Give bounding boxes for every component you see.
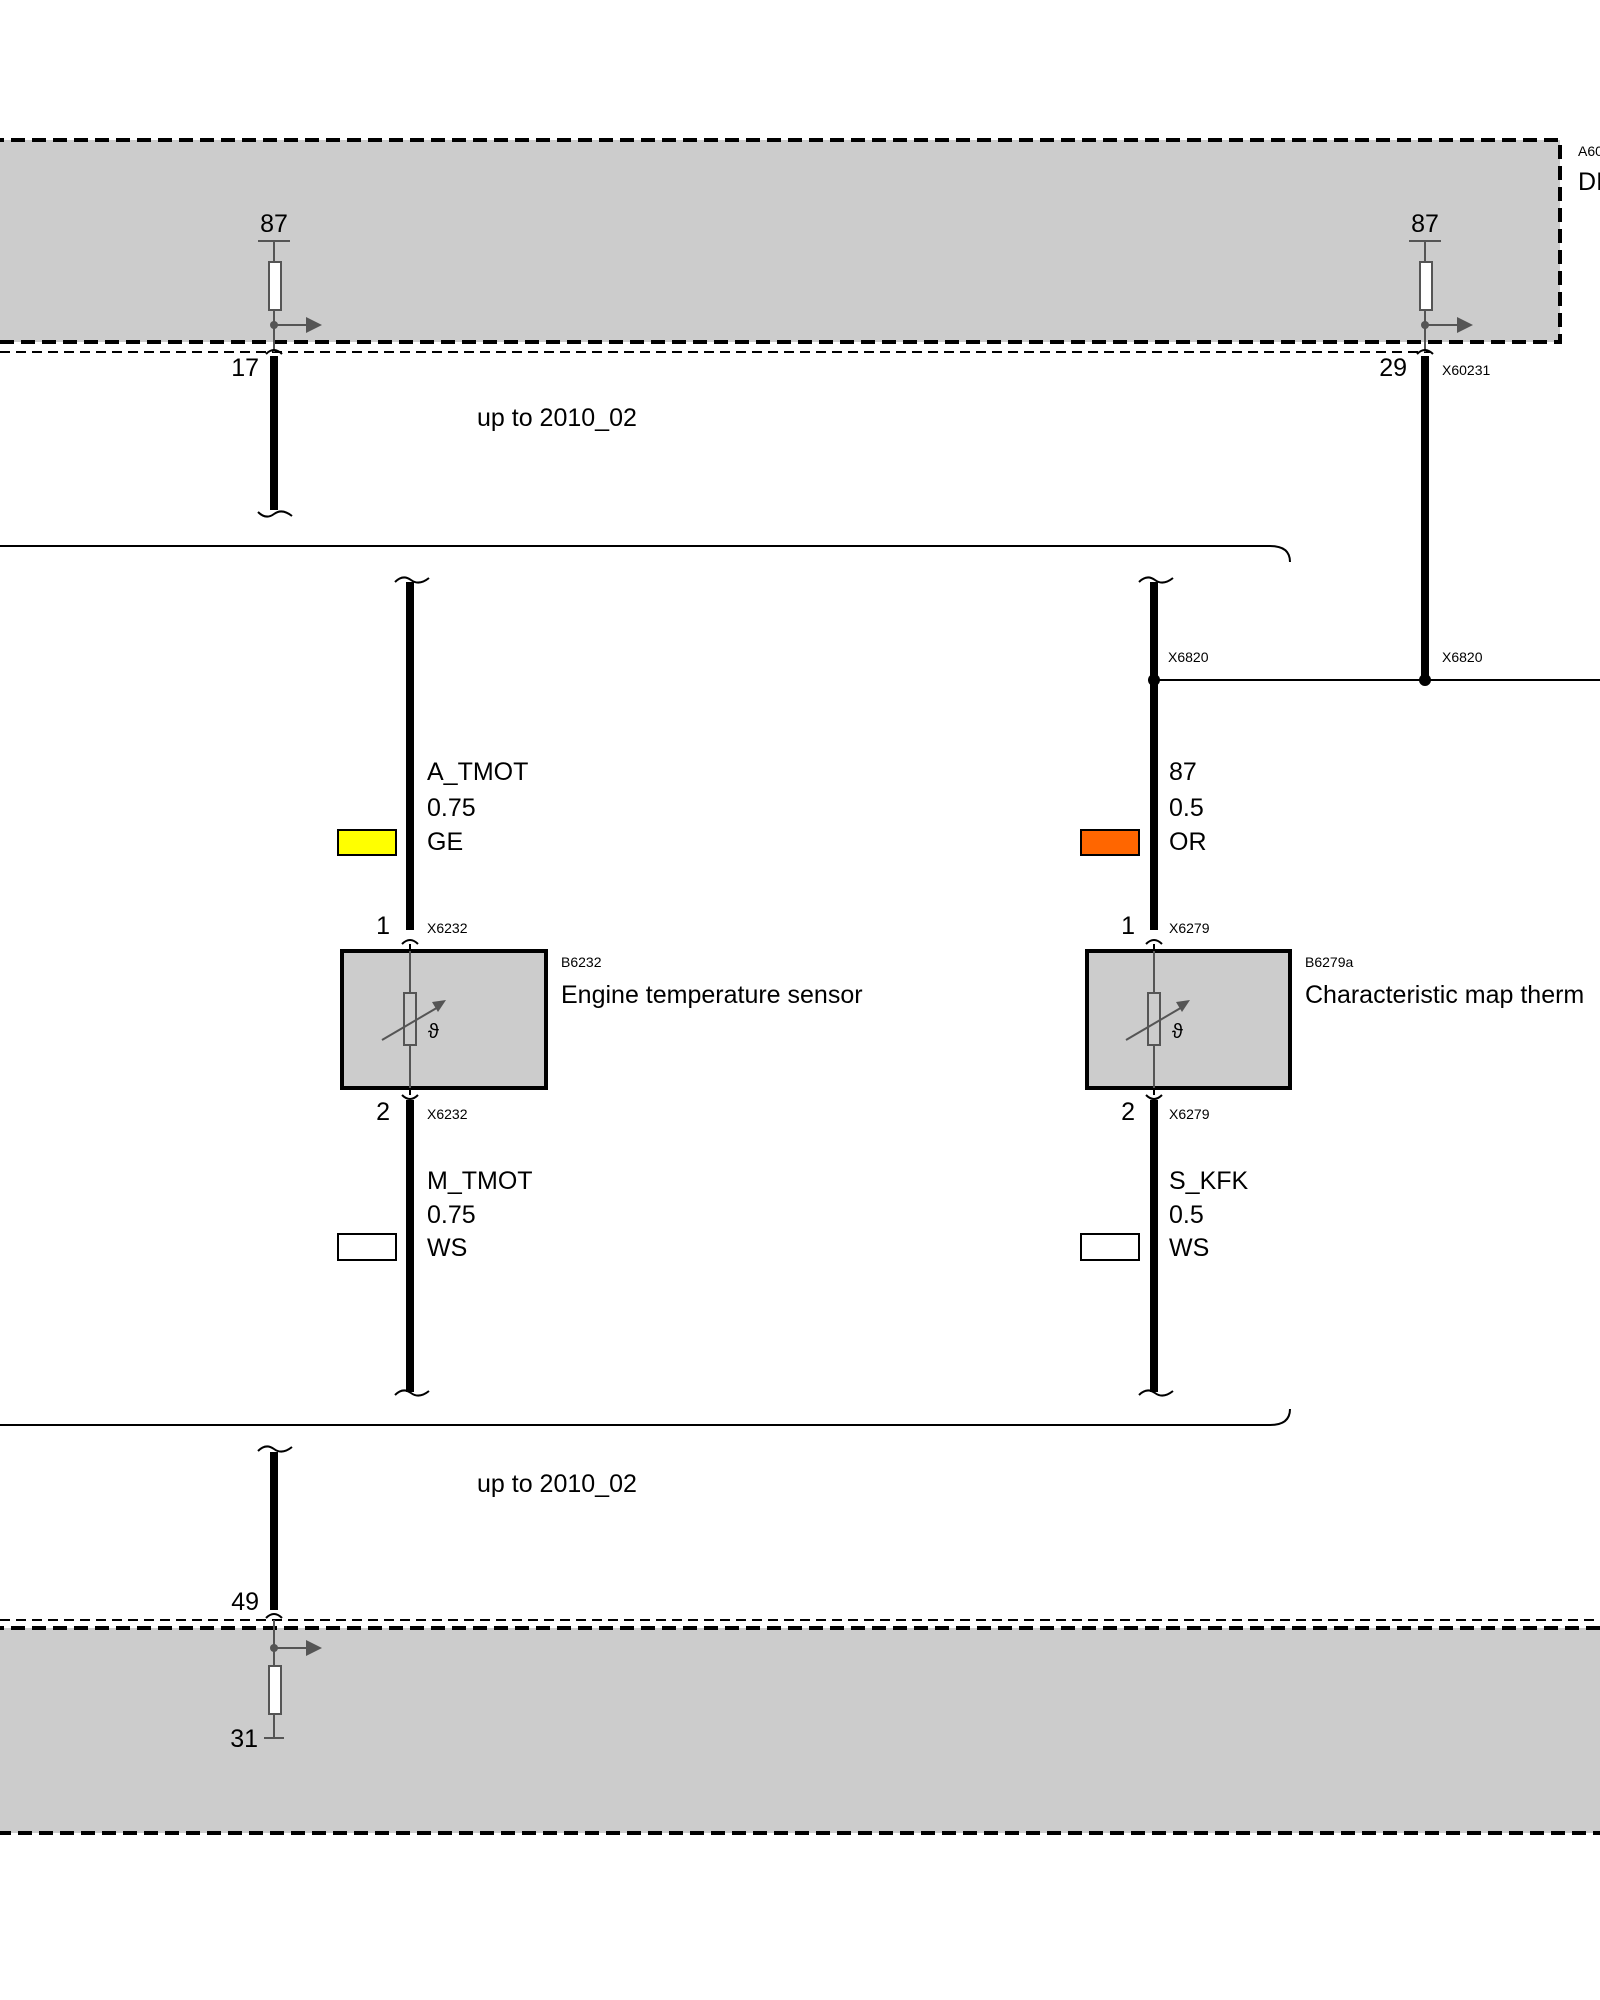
- wire-color-swatch-white-2: [1080, 1233, 1140, 1261]
- characteristic-map-thermostat-circuit: 87 0.5 OR 1 X6279 ϑ B6279a Characteristi…: [1080, 576, 1584, 1397]
- top-internal-switch-17: 87: [258, 210, 322, 352]
- wire-s-kfk-color: WS: [1169, 1234, 1209, 1262]
- wire-a-tmot-color: GE: [427, 828, 463, 856]
- wire-a-tmot-gauge: 0.75: [427, 794, 476, 822]
- b6279a-name: Characteristic map therm: [1305, 981, 1584, 1009]
- wire-pin-49: [257, 1445, 293, 1619]
- harness-bracket-bottom: [0, 1408, 1291, 1426]
- top-module-name: DI: [1578, 168, 1600, 196]
- top-module-ref: A60: [1578, 143, 1600, 159]
- splice-right-label: X6820: [1442, 649, 1483, 665]
- ground-31-label: 31: [230, 1725, 258, 1753]
- b6279a-pin-1: 1: [1121, 912, 1135, 940]
- svg-text:ϑ: ϑ: [1172, 1021, 1183, 1043]
- b6232-ref: B6232: [561, 954, 602, 970]
- b6279a-ref: B6279a: [1305, 954, 1353, 970]
- wire-pin-17: [257, 349, 293, 518]
- top-module: A60 DI 87 87: [0, 138, 1600, 353]
- pin-29-label: 29: [1379, 354, 1407, 382]
- wire-pin-29: [1416, 349, 1434, 680]
- top-internal-switch-29: 87: [1409, 210, 1473, 352]
- bottom-module: 31: [0, 1619, 1600, 1835]
- engine-temperature-sensor-circuit: A_TMOT 0.75 GE 1 X6232 ϑ B6232 Engine te…: [337, 576, 863, 1397]
- b6232-sensor-body: [340, 949, 548, 1090]
- wire-87-signal: 87: [1169, 758, 1197, 786]
- wire-87-color: OR: [1169, 828, 1207, 856]
- splice-left-label: X6820: [1168, 649, 1209, 665]
- b6232-pin-1: 1: [376, 912, 390, 940]
- wire-s-kfk-gauge: 0.5: [1169, 1201, 1204, 1229]
- wire-a-tmot-signal: A_TMOT: [427, 758, 528, 786]
- splice-x6820: X6820 X6820: [1148, 649, 1600, 686]
- harness-bracket-top: [0, 545, 1291, 563]
- pin-49-label: 49: [231, 1588, 259, 1616]
- b6232-connector-bottom: X6232: [427, 1106, 468, 1122]
- bottom-module-body: [0, 1626, 1600, 1835]
- wire-color-swatch-white-1: [337, 1233, 397, 1261]
- b6279a-thermostat-body: [1085, 949, 1292, 1090]
- wire-m-tmot-gauge: 0.75: [427, 1201, 476, 1229]
- ntc-thermistor-icon: ϑ: [1125, 951, 1190, 1088]
- supply-87-left: 87: [260, 210, 288, 238]
- wire-m-tmot-signal: M_TMOT: [427, 1167, 533, 1195]
- wire-color-swatch-orange: [1080, 829, 1140, 856]
- b6232-pin-2: 2: [376, 1098, 390, 1126]
- svg-text:ϑ: ϑ: [428, 1021, 439, 1043]
- b6279a-pin-2: 2: [1121, 1098, 1135, 1126]
- b6279a-connector-bottom: X6279: [1169, 1106, 1210, 1122]
- note-top: up to 2010_02: [477, 404, 637, 432]
- top-module-body: [0, 138, 1562, 344]
- bottom-internal-switch-49: [264, 1620, 322, 1739]
- ntc-thermistor-icon: ϑ: [381, 951, 446, 1088]
- wire-87-gauge: 0.5: [1169, 794, 1204, 822]
- pin-17-label: 17: [231, 354, 259, 382]
- wire-color-swatch-yellow: [337, 829, 397, 856]
- b6232-connector-top: X6232: [427, 920, 468, 936]
- b6279a-connector-top: X6279: [1169, 920, 1210, 936]
- supply-87-right: 87: [1411, 210, 1439, 238]
- connector-x60231-label: X60231: [1442, 362, 1490, 378]
- b6232-name: Engine temperature sensor: [561, 981, 863, 1009]
- wire-m-tmot-color: WS: [427, 1234, 467, 1262]
- note-bottom: up to 2010_02: [477, 1470, 637, 1498]
- wire-s-kfk-signal: S_KFK: [1169, 1167, 1249, 1195]
